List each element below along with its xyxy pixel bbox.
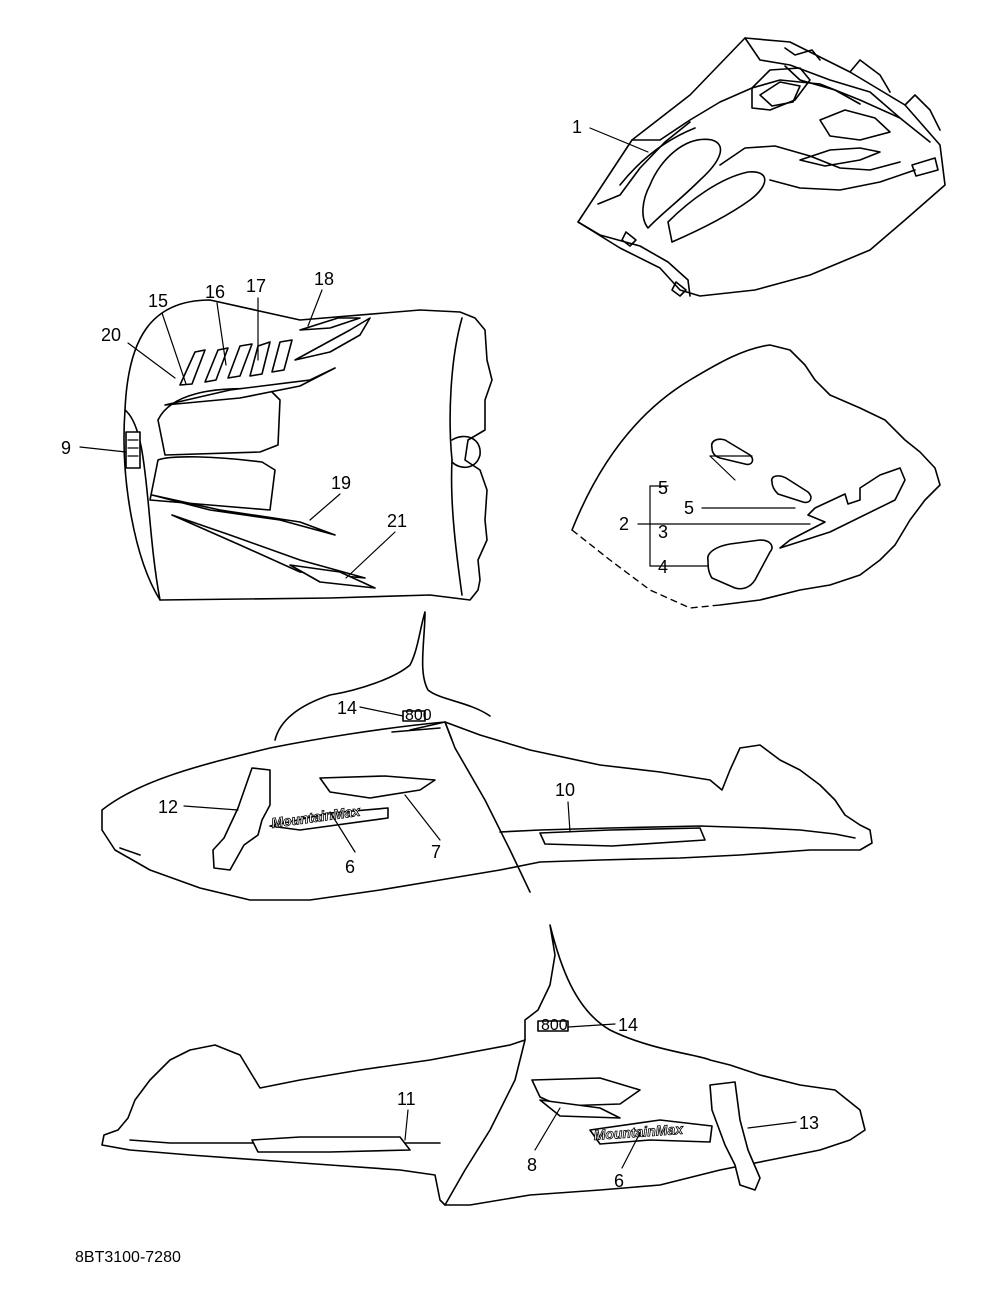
callout-3: 3 bbox=[658, 522, 668, 542]
callout-9: 9 bbox=[61, 438, 71, 458]
hood-decal-view bbox=[123, 299, 493, 601]
callout-1: 1 bbox=[572, 117, 582, 137]
callout-15: 15 bbox=[148, 291, 168, 311]
callout-6-right: 6 bbox=[345, 857, 355, 877]
side-panel-left-view: MountainMax 800 bbox=[101, 924, 866, 1206]
mountain-max-decal-left: MountainMax bbox=[593, 1121, 685, 1143]
callout-13: 13 bbox=[799, 1113, 819, 1133]
leader-lines bbox=[79, 127, 811, 1169]
callout-8: 8 bbox=[527, 1155, 537, 1175]
callout-17: 17 bbox=[246, 276, 266, 296]
callout-7: 7 bbox=[431, 842, 441, 862]
callout-6-left: 6 bbox=[614, 1171, 624, 1191]
callout-18: 18 bbox=[314, 269, 334, 289]
callout-labels: 1 2 3 4 5 5 6 6 7 8 9 10 11 12 13 14 14 … bbox=[61, 117, 819, 1191]
callout-5-upper: 5 bbox=[658, 478, 668, 498]
callout-12: 12 bbox=[158, 797, 178, 817]
engine-badge-left: 800 bbox=[541, 1017, 568, 1034]
engine-badge-right: 800 bbox=[405, 707, 432, 724]
callout-5-lower: 5 bbox=[684, 498, 694, 518]
callout-19: 19 bbox=[331, 473, 351, 493]
callout-14-left: 14 bbox=[618, 1015, 638, 1035]
callout-10: 10 bbox=[555, 780, 575, 800]
part-code: 8BT3100-7280 bbox=[75, 1249, 181, 1266]
callout-16: 16 bbox=[205, 282, 225, 302]
callout-2: 2 bbox=[619, 514, 629, 534]
callout-14-right: 14 bbox=[337, 698, 357, 718]
callout-21: 21 bbox=[387, 511, 407, 531]
callout-11: 11 bbox=[397, 1089, 416, 1109]
callout-20: 20 bbox=[101, 325, 121, 345]
callout-4: 4 bbox=[658, 557, 668, 577]
side-panel-right-view: MountainMax 800 bbox=[101, 611, 873, 901]
hood-underside-view bbox=[571, 344, 941, 609]
hood-assembly bbox=[577, 37, 946, 297]
